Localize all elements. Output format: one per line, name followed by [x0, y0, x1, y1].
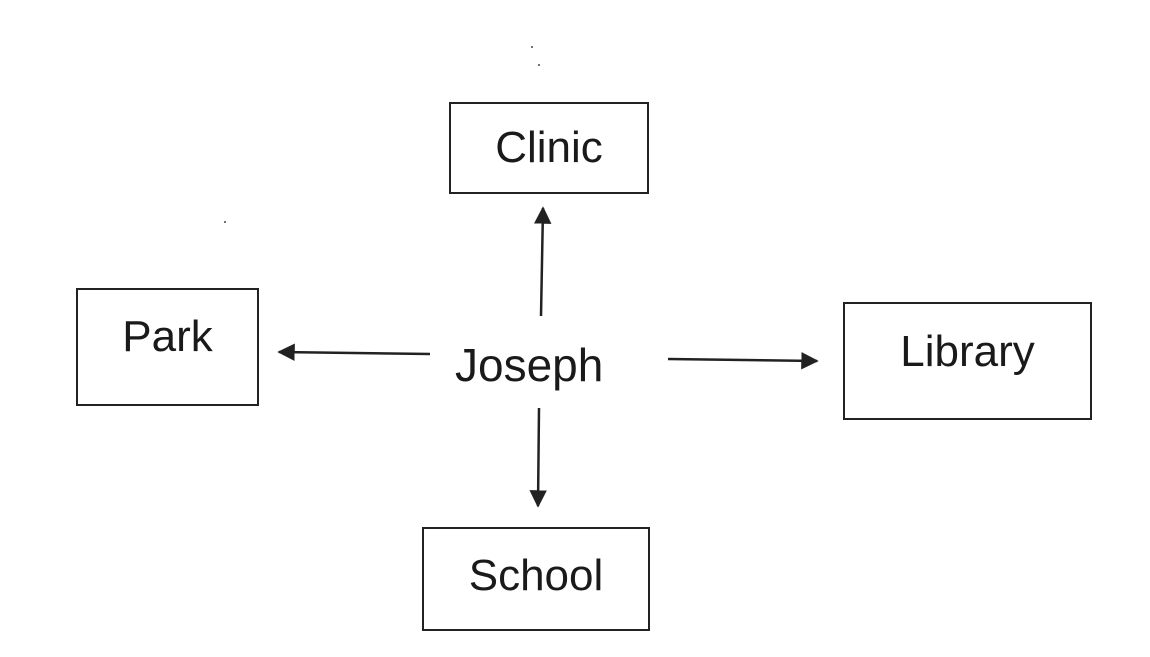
arrow-to-clinic — [533, 206, 552, 317]
center-node-joseph: Joseph — [455, 339, 604, 391]
scan-speck — [224, 221, 226, 223]
scan-speck — [531, 46, 533, 48]
node-park: Park — [76, 288, 259, 406]
node-park-label: Park — [122, 312, 213, 361]
node-clinic: Clinic — [449, 102, 649, 194]
node-library: Library — [843, 302, 1092, 420]
node-library-label: Library — [900, 327, 1035, 376]
node-school-label: School — [468, 551, 604, 600]
node-clinic-label: Clinic — [495, 123, 603, 172]
node-school: School — [422, 527, 650, 631]
arrow-to-school — [529, 407, 547, 508]
arrow-to-library — [667, 352, 819, 370]
scan-speck — [538, 64, 540, 66]
arrow-to-park — [277, 343, 431, 361]
